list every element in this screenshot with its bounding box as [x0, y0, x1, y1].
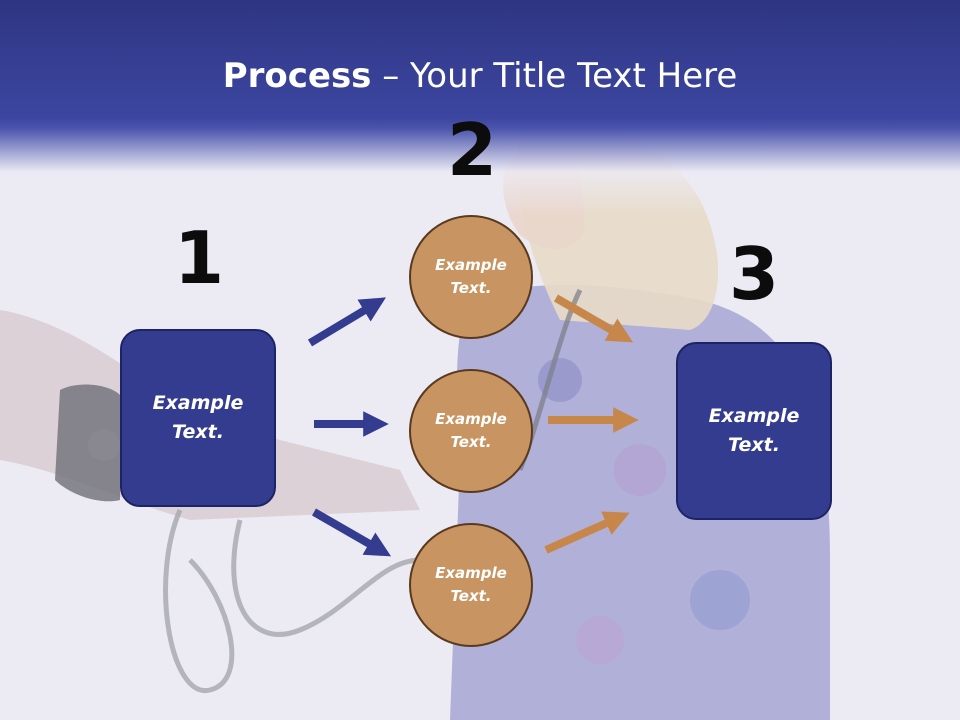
right-process-box: Example Text.: [676, 342, 832, 520]
process-circle-bottom: Example Text.: [409, 523, 533, 647]
arrow-left-to-bottom: [312, 508, 392, 557]
right-box-text: Example Text.: [708, 405, 800, 456]
left-process-box: Example Text.: [120, 329, 276, 507]
title-rest: – Your Title Text Here: [371, 56, 738, 96]
step-number-1: 1: [173, 216, 225, 300]
process-circle-top: Example Text.: [409, 215, 533, 339]
circle-top-text: Example Text.: [435, 256, 507, 297]
circle-bottom-text: Example Text.: [435, 564, 507, 605]
process-circle-middle: Example Text.: [409, 369, 533, 493]
arrow-top-to-right: [554, 294, 634, 343]
step-number-2: 2: [446, 108, 498, 192]
circle-middle-text: Example Text.: [435, 410, 507, 451]
left-box-text: Example Text.: [152, 392, 244, 443]
arrow-left-to-top: [307, 297, 386, 347]
slide-title: Process – Your Title Text Here: [0, 54, 960, 98]
step-number-3: 3: [728, 232, 780, 316]
arrow-bottom-to-right: [544, 511, 630, 554]
title-banner: [0, 0, 960, 215]
title-bold: Process: [222, 56, 372, 96]
